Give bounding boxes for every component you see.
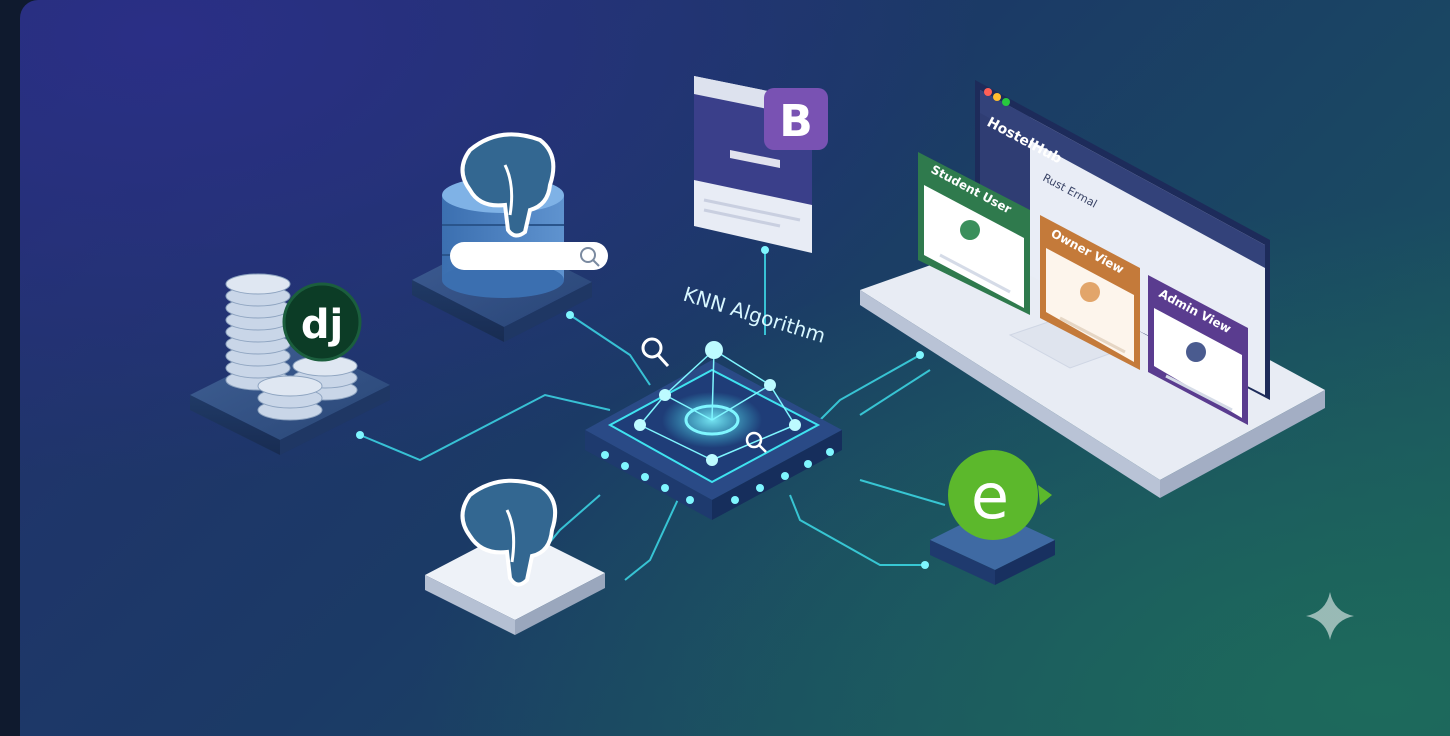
django-icon: dj: [282, 282, 362, 362]
owner-avatar-icon: [1080, 282, 1100, 302]
django-coins-platform: [190, 273, 390, 455]
search-bar: [450, 242, 608, 270]
knn-label: KNN Algorithm: [681, 282, 829, 348]
tech-stack-illustration: dj B: [190, 76, 1354, 640]
search-icon: [580, 247, 596, 263]
sparkle-icon: [1306, 592, 1354, 640]
postgres-elephant-icon-2: [460, 478, 557, 587]
ecommerce-logo-text: e: [971, 460, 1009, 533]
bootstrap-logo-text: B: [779, 96, 813, 147]
student-user-card: Student User: [918, 152, 1030, 315]
magnifier-icon-small: [745, 431, 767, 453]
circuit-traces: [359, 250, 946, 581]
django-logo-text: dj: [301, 302, 343, 348]
student-avatar-icon: [960, 220, 980, 240]
knn-graph: [639, 349, 796, 461]
postgres-elephant-icon: [460, 132, 556, 238]
bootstrap-icon: B: [764, 88, 828, 150]
admin-avatar-icon: [1186, 342, 1206, 362]
coin-stack: [225, 273, 358, 421]
ecommerce-icon: e: [948, 450, 1052, 540]
magnifier-icon: [641, 337, 670, 368]
chip-pins: [601, 448, 834, 504]
laptop: [860, 230, 1325, 498]
knn-chip: KNN Algorithm: [585, 282, 842, 520]
trace-nodes: [356, 246, 929, 569]
illustration-frame: dj B: [20, 0, 1450, 736]
